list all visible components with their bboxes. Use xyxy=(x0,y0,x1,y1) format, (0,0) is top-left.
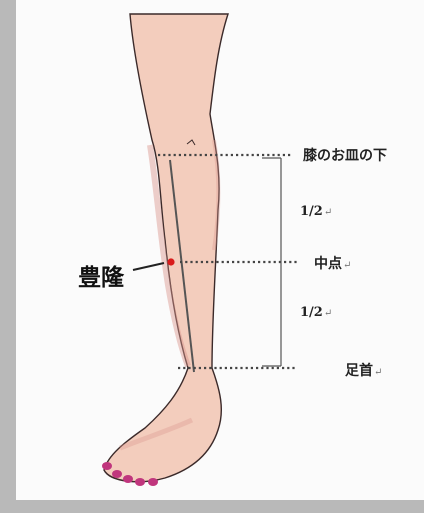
knee-label-text: 膝のお皿の下 xyxy=(303,148,387,164)
return-mark-icon: ↵ xyxy=(374,367,382,378)
return-mark-icon: ↵ xyxy=(324,207,332,218)
half-upper-label: 1/2↵ xyxy=(300,204,332,219)
knee-label: 膝のお皿の下 xyxy=(303,145,387,165)
point-leader-line xyxy=(133,263,164,270)
half-lower-label: 1/2↵ xyxy=(300,305,332,320)
point-label: 豊隆 xyxy=(78,258,124,292)
leg-shape xyxy=(104,14,228,482)
return-mark-icon: ↵ xyxy=(324,308,332,319)
midpoint-text: 中点 xyxy=(314,256,342,272)
ankle-label: 足首↵ xyxy=(345,360,382,380)
midpoint-label: 中点↵ xyxy=(314,253,351,273)
half-lower-text: 1/2 xyxy=(300,305,323,320)
return-mark-icon: ↵ xyxy=(343,260,351,271)
point-marker xyxy=(167,258,174,265)
ankle-text: 足首 xyxy=(345,363,373,379)
half-upper-text: 1/2 xyxy=(300,204,323,219)
